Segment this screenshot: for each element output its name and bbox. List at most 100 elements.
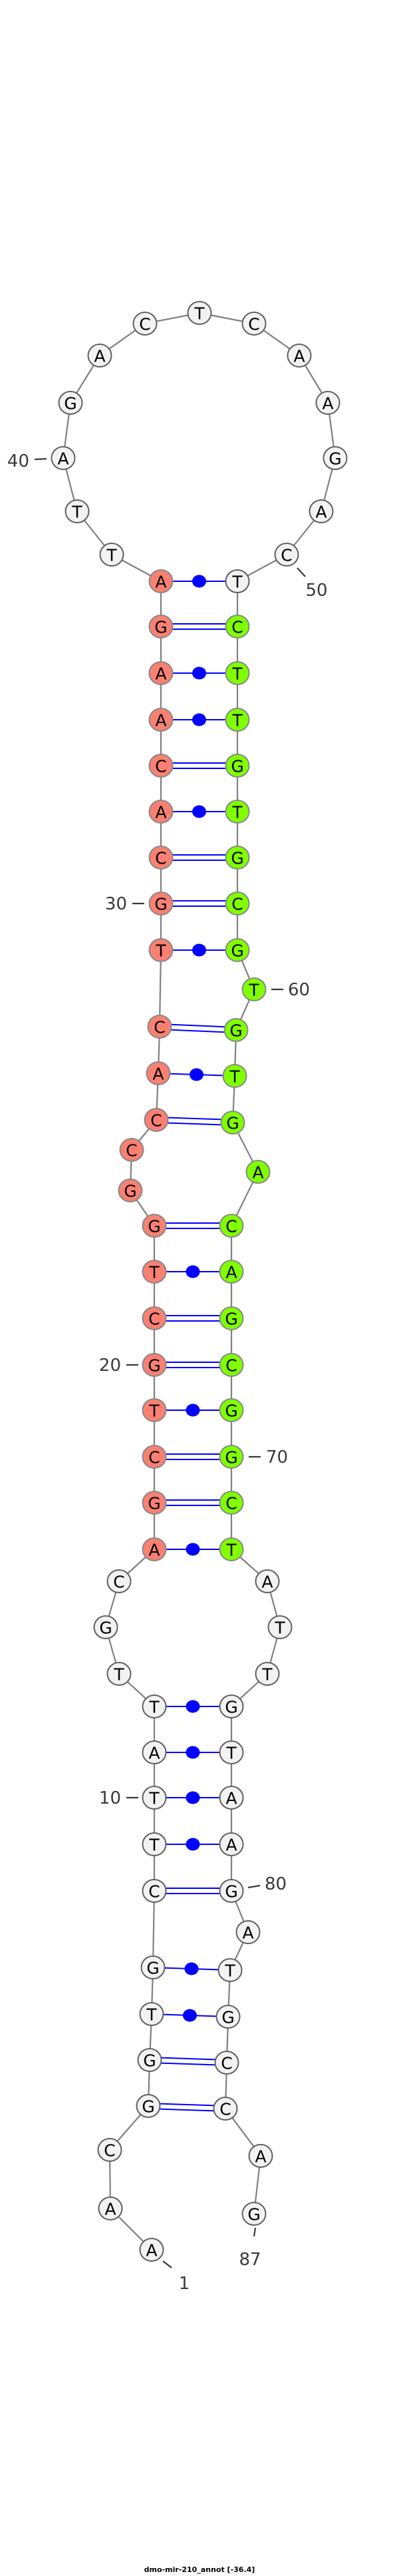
nucleotide-circle (142, 1879, 167, 1903)
position-label: 70 (266, 1447, 288, 1467)
gc-pair-line (161, 2057, 216, 2061)
nucleotide-circle (225, 615, 250, 639)
nucleotide-letter: T (229, 1067, 240, 1087)
gc-pair-line (167, 1122, 221, 1126)
nucleotide-letter: C (219, 2100, 231, 2119)
nucleotide-circle (225, 846, 250, 870)
position-label: 1 (179, 2274, 190, 2294)
nucleotide-letter: G (221, 2008, 234, 2027)
nucleotide-letter: C (225, 1356, 237, 1376)
nucleotide-letter: A (315, 503, 327, 522)
position-label: 60 (288, 980, 310, 1000)
pair-dot (186, 1746, 200, 1759)
nucleotide-circle (142, 1260, 167, 1284)
nucleotide-letter: C (155, 849, 166, 868)
nucleotide-circle (274, 543, 299, 567)
nucleotide-letter: G (146, 1959, 159, 1978)
pair-dot (183, 2009, 197, 2022)
nucleotide-circle (142, 1398, 167, 1422)
nucleotide-circle (132, 312, 158, 336)
nucleotide-letter: T (231, 711, 243, 730)
nucleotide-letter: G (142, 2097, 154, 2117)
nucleotide-letter: C (225, 1494, 237, 1513)
position-label: 40 (7, 451, 29, 471)
nucleotide-circle (225, 938, 250, 962)
nucleotide-circle (219, 1353, 244, 1377)
nucleotide-circle (148, 569, 174, 593)
pair-dot (192, 805, 206, 818)
nucleotide-letter: A (148, 1541, 160, 1560)
nucleotide-letter: C (281, 546, 292, 565)
backbone-segment (158, 949, 162, 1027)
nucleotide-circle (219, 1260, 244, 1284)
nucleotide-letter: G (329, 449, 341, 469)
nucleotide-letter: A (155, 711, 166, 730)
nucleotide-circle (225, 892, 250, 915)
nucleotide-letter: G (231, 757, 243, 776)
nucleotide-letter: A (261, 1573, 273, 1592)
nucleotide-letter: A (322, 394, 333, 413)
nucleotide-letter: C (248, 315, 259, 334)
nucleotide-circle (241, 2202, 267, 2226)
nucleotide-letter: T (231, 803, 243, 822)
nucleotide-letter: G (225, 1882, 237, 1902)
nucleotide-letter: A (255, 2147, 266, 2167)
position-label: 20 (99, 1356, 121, 1376)
nucleotide-letter: G (225, 1310, 237, 1329)
nucleotide-circle (144, 1108, 169, 1132)
nucleotide-letter: C (231, 895, 243, 914)
nucleotide-letter: T (261, 1665, 273, 1684)
nucleotide-circle (219, 1786, 244, 1810)
base-pairs (159, 575, 226, 2112)
nucleotide-letter: T (146, 2005, 157, 2025)
nucleotide-circle (106, 1662, 132, 1686)
pair-dot (192, 575, 206, 588)
nucleotide-circle (225, 754, 250, 778)
nucleotide-circle (142, 1786, 167, 1810)
nucleotide-letter: T (148, 1263, 160, 1282)
nucleotide-circle (213, 2097, 238, 2121)
nucleotide-letter: G (64, 394, 76, 413)
position-label: 80 (265, 1874, 287, 1894)
nucleotide-letter: T (148, 1698, 160, 1717)
nucleotide-letter: G (124, 1182, 136, 1201)
nucleotide-letter: G (225, 1448, 237, 1467)
nucleotide-letter: A (94, 347, 105, 366)
nucleotide-circle (267, 1615, 293, 1639)
nucleotide-letter: A (152, 1065, 164, 1084)
nucleotide-letter: G (231, 941, 243, 961)
nucleotide-circle (146, 1061, 171, 1085)
nucleotide-letter: T (225, 1541, 237, 1560)
position-label: 50 (305, 581, 327, 601)
nucleotide-circle (219, 1832, 244, 1856)
nucleotide-circle (219, 1445, 244, 1469)
gc-pair-line (168, 1117, 222, 1121)
nucleotide-letter: C (225, 1217, 237, 1236)
gc-pair-line (160, 2062, 215, 2066)
nucleotide-letter: T (194, 304, 205, 324)
pair-dot (186, 1265, 200, 1278)
nucleotide-letter: G (225, 1402, 237, 1421)
pair-dot (186, 1543, 200, 1556)
nucleotide-circle (255, 1569, 280, 1593)
nucleotide-letter: C (150, 1111, 162, 1131)
pair-dot (192, 713, 206, 726)
nucleotide-circle (139, 2238, 164, 2262)
nucleotide-letter: G (148, 1217, 160, 1236)
nucleotide-circle (220, 1111, 245, 1135)
nucleotide-letter: G (148, 1356, 160, 1376)
nucleotide-circle (142, 1306, 167, 1330)
gc-pair-line (159, 2108, 214, 2112)
pair-dot (184, 1962, 199, 1975)
nucleotide-circle (93, 1615, 118, 1639)
nucleotide-circle (219, 1398, 244, 1422)
nucleotide-circle (58, 391, 83, 415)
nucleotide-circle (139, 2002, 164, 2026)
nucleotide-letter: C (148, 1310, 160, 1329)
nucleotide-circle (309, 499, 334, 523)
nucleotide-letter: T (274, 1619, 285, 1638)
nucleotide-letter: C (113, 1573, 124, 1592)
pair-dot (186, 1700, 200, 1713)
position-tick (253, 2227, 257, 2237)
